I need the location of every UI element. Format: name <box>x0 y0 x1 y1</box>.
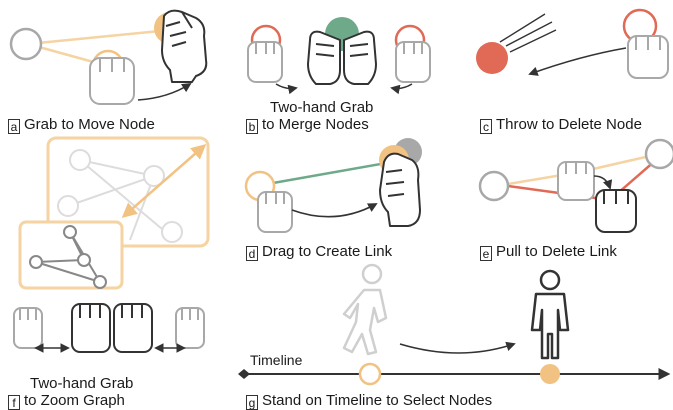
panel-label-e: e <box>480 246 492 261</box>
zoom-left-hand-icon <box>71 303 111 353</box>
caption-f-line2-text: to Zoom Graph <box>24 392 125 409</box>
standing-person-icon <box>530 269 570 360</box>
caption-f: f to Zoom Graph <box>8 392 125 410</box>
walking-person-icon <box>342 263 388 356</box>
panel-d-graphic <box>244 138 422 233</box>
caption-e: e Pull to Delete Link <box>480 243 617 261</box>
zoom-right-hand-faded-icon <box>175 307 205 349</box>
caption-e-text: Pull to Delete Link <box>496 243 617 260</box>
caption-g-text: Stand on Timeline to Select Nodes <box>262 392 493 409</box>
panel-c-graphic <box>476 8 669 79</box>
caption-f-line1-text: Two-hand Grab <box>30 375 134 392</box>
pull-hand-faded-icon <box>557 161 595 201</box>
panel-label-b: b <box>246 119 258 134</box>
caption-b: b to Merge Nodes <box>246 116 369 134</box>
zoom-left-hand-faded-icon <box>13 307 43 349</box>
panel-e-graphic <box>478 138 673 233</box>
panel-label-c: c <box>480 119 492 134</box>
caption-c: c Throw to Delete Node <box>480 116 642 134</box>
panel-b-graphic <box>247 17 431 95</box>
node-gray <box>9 27 43 61</box>
panel-label-a: a <box>8 119 20 134</box>
left-hand-faded-icon <box>247 41 283 83</box>
drag-hand-faded-icon <box>257 191 293 233</box>
caption-a-text: Grab to Move Node <box>24 116 155 133</box>
hand-faded-icon <box>89 57 135 105</box>
panel-f-graphic <box>13 136 210 353</box>
panel-label-d: d <box>246 246 258 261</box>
timeline-label: Timeline <box>250 352 303 368</box>
panel-label-f: f <box>8 395 20 410</box>
caption-c-text: Throw to Delete Node <box>496 116 642 133</box>
left-grab-hand-icon <box>307 30 341 85</box>
caption-d: d Drag to Create Link <box>246 243 392 261</box>
grab-hand-icon <box>161 9 208 83</box>
panel-a-graphic <box>9 9 208 105</box>
panel-label-g: g <box>246 395 258 410</box>
pull-hand-icon <box>595 189 637 233</box>
right-hand-faded-icon <box>395 41 431 83</box>
caption-b-line1-text: Two-hand Grab <box>270 99 374 116</box>
thrown-node <box>476 42 508 74</box>
caption-a: a Grab to Move Node <box>8 116 155 134</box>
drag-hand-icon <box>379 152 421 227</box>
panel-g-graphic <box>238 263 671 386</box>
caption-b-line2-text: to Merge Nodes <box>262 116 369 133</box>
caption-b-line1: Two-hand Grab <box>270 98 373 117</box>
throw-hand-faded-icon <box>627 35 669 79</box>
caption-d-text: Drag to Create Link <box>262 243 393 260</box>
right-grab-hand-icon <box>343 30 377 85</box>
zoom-right-hand-icon <box>113 303 153 353</box>
caption-g: g Stand on Timeline to Select Nodes <box>246 392 492 410</box>
caption-f-line1: Two-hand Grab <box>30 374 133 393</box>
